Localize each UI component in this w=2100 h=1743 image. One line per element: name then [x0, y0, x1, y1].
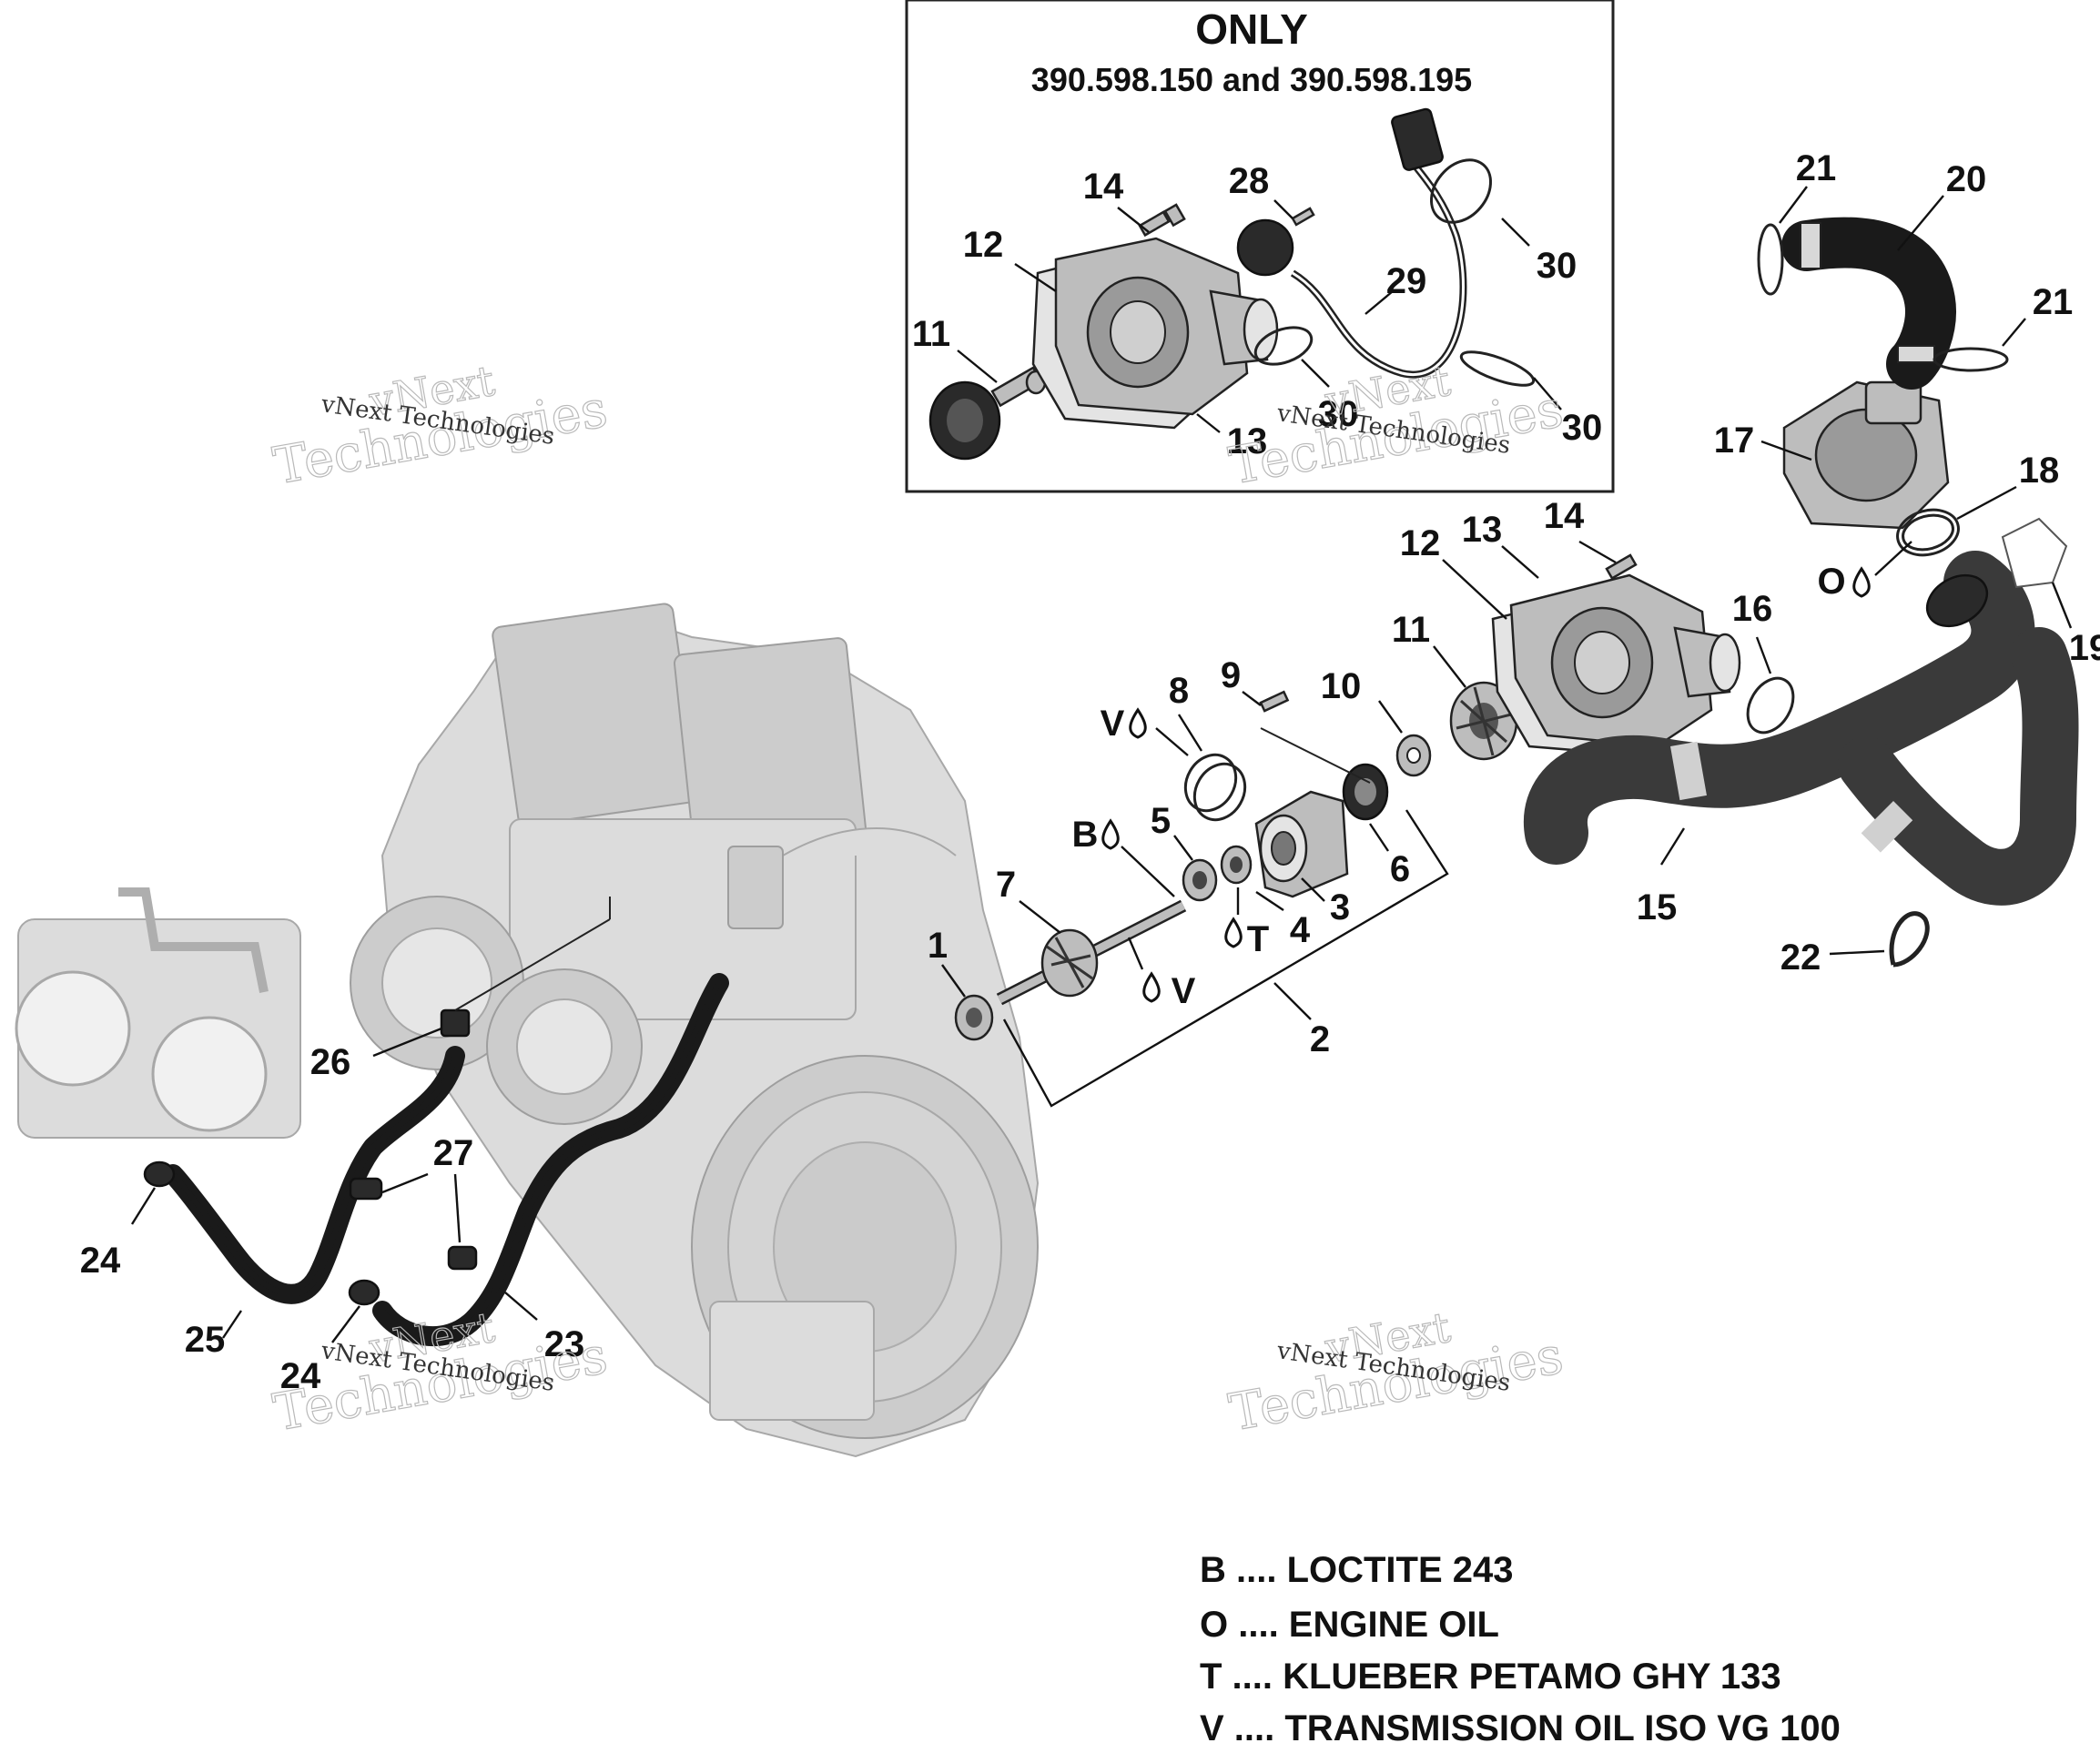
part-1-bearing [954, 994, 994, 1041]
throttle-body [15, 887, 301, 1139]
callout-26: 26 [310, 1042, 351, 1082]
callout-12: 12 [1400, 523, 1441, 563]
inset-box: ONLY 390.598.150 and 390.598.195 [905, 0, 1615, 493]
part-22-clip [1889, 911, 1930, 968]
part-15-coolant-hose [1524, 551, 2079, 906]
engine-assembly [15, 603, 1040, 1458]
callout-25: 25 [185, 1320, 226, 1360]
callout-24a: 24 [80, 1241, 121, 1281]
callout-16: 16 [1732, 589, 1773, 629]
callout-inset-12: 12 [963, 225, 1004, 265]
callout-9: 9 [1221, 655, 1241, 695]
part-26-fitting [440, 897, 611, 1038]
inset-cap [1236, 207, 1315, 277]
part-3-housing [1254, 790, 1349, 898]
callout-15: 15 [1637, 887, 1678, 927]
part-5-bearing [1182, 858, 1218, 902]
lubricant-mark-o-18: O [1817, 541, 1912, 602]
svg-text:B: B [1072, 815, 1099, 855]
callout-inset-11: 11 [912, 314, 950, 354]
callout-17: 17 [1714, 421, 1755, 461]
part-18-o-ring [1896, 508, 1960, 557]
part-8-o-rings [1183, 753, 1247, 822]
lubricant-mark-t-4: T [1224, 887, 1269, 959]
part-23-hose [372, 973, 729, 1347]
callout-21b: 21 [2033, 282, 2074, 322]
callout-27: 27 [433, 1133, 474, 1173]
part-16-clamp [1746, 676, 1795, 735]
callout-inset-28: 28 [1229, 161, 1270, 201]
callout-11: 11 [1392, 610, 1430, 650]
part-9-bolt [1259, 690, 1371, 784]
callout-1: 1 [928, 926, 948, 966]
legend-item-b: B .... LOCTITE 243 [1200, 1550, 1514, 1590]
legend-item-v: V .... TRANSMISSION OIL ISO VG 100 [1200, 1708, 1841, 1743]
callout-inset-29: 29 [1386, 261, 1427, 301]
callout-inset-30c: 30 [1562, 408, 1603, 448]
callout-24b: 24 [280, 1356, 321, 1396]
svg-text:O: O [1817, 562, 1845, 602]
part-4-seal [1220, 845, 1253, 885]
inset-part-numbers: 390.598.150 and 390.598.195 [1031, 61, 1472, 98]
callout-2: 2 [1310, 1019, 1330, 1059]
callout-23: 23 [544, 1324, 585, 1364]
callout-7: 7 [996, 865, 1016, 905]
callout-20: 20 [1946, 159, 1987, 199]
callout-inset-30b: 30 [1318, 394, 1359, 434]
part-14-bolt [1605, 553, 1638, 581]
part-24-clamps [143, 1160, 380, 1306]
inset-sensor-harness [1290, 107, 1467, 379]
callout-19: 19 [2069, 628, 2100, 668]
svg-text:T: T [1247, 919, 1269, 959]
part-6-seal [1342, 763, 1389, 821]
callout-3: 3 [1330, 887, 1350, 927]
callout-10: 10 [1321, 666, 1362, 706]
part-19-thermostat [2001, 517, 2068, 589]
legend-item-t: T .... KLUEBER PETAMO GHY 133 [1200, 1657, 1781, 1697]
lubricant-mark-b-5: B [1072, 815, 1175, 897]
inset-title: ONLY [1195, 5, 1308, 53]
callout-4: 4 [1290, 910, 1311, 950]
callout-18: 18 [2019, 451, 2060, 491]
callout-inset-30a: 30 [1537, 246, 1578, 286]
lubricant-mark-v-8: V [1101, 704, 1147, 744]
part-7-shaft-gear [996, 899, 1187, 1006]
lubricant-legend: B .... LOCTITE 243 O .... ENGINE OIL T .… [1200, 1550, 1841, 1743]
callout-inset-14: 14 [1083, 167, 1124, 207]
svg-text:V: V [1172, 971, 1196, 1011]
part-20-elbow-hose [1781, 217, 1956, 390]
callout-6: 6 [1390, 849, 1410, 889]
callout-13: 13 [1462, 510, 1503, 550]
inset-impeller [928, 366, 1047, 461]
part-10-washer [1395, 734, 1432, 777]
callout-inset-13: 13 [1227, 421, 1268, 461]
inset-pump-housing [1031, 237, 1279, 430]
callout-14: 14 [1544, 496, 1585, 536]
legend-item-o: O .... ENGINE OIL [1200, 1605, 1499, 1645]
inset-cable-ties [1253, 158, 1536, 387]
callout-22: 22 [1780, 937, 1821, 978]
part-25-hose [163, 1046, 465, 1304]
lubricant-mark-v-7: V [1127, 937, 1196, 1011]
callout-5: 5 [1151, 801, 1171, 841]
part-21-clamps [1757, 223, 2009, 372]
callout-8: 8 [1169, 671, 1189, 711]
part-17-thermostat-housing [1782, 380, 1950, 530]
part-27-clamps [349, 1177, 478, 1271]
svg-text:V: V [1101, 704, 1125, 744]
callout-21a: 21 [1796, 148, 1837, 188]
watermark: vNext Technologies vNext Technologies vN… [269, 355, 1567, 1444]
part-12-13-pump-cover [1491, 573, 1741, 757]
